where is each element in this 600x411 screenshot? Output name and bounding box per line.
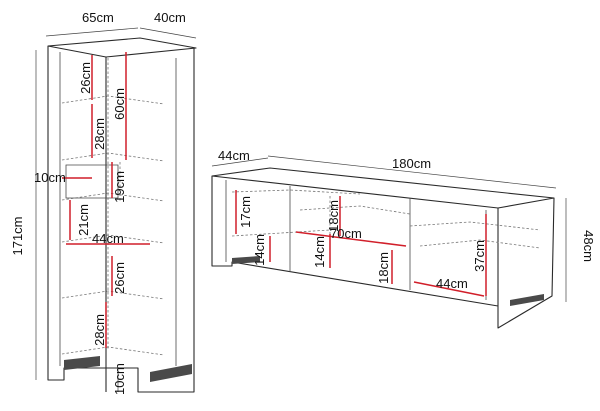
tv-stand-drawing: 44cm 180cm 48cm 17cm 18cm 14cm 14cm 70cm… — [211, 148, 596, 329]
bookcase-inner-label: 21cm — [76, 204, 91, 236]
tv-stand-depth-label: 44cm — [218, 148, 250, 163]
bookcase-inner-label: 26cm — [78, 62, 93, 94]
bookcase-inner-label: 60cm — [112, 88, 127, 120]
tv-stand-inner-label: 14cm — [312, 236, 327, 268]
bookcase-inner-label: 19cm — [112, 171, 127, 203]
tv-stand-height-label: 48cm — [581, 230, 596, 262]
bookcase-front-outline — [47, 46, 195, 393]
bookcase-width-label: 65cm — [82, 10, 114, 25]
tv-stand-top — [211, 167, 555, 209]
bookcase-base-left — [64, 356, 100, 370]
tv-stand-shelves — [231, 189, 541, 266]
bookcase-outer-dimensions — [35, 27, 197, 392]
tv-stand-inner-label: 14cm — [252, 234, 267, 266]
tv-stand-front-outline — [211, 176, 555, 329]
tv-stand-width-label: 180cm — [392, 156, 431, 171]
bookcase-inner-label: 28cm — [92, 314, 107, 346]
bookcase-inner-label: 26cm — [112, 262, 127, 294]
tv-stand-outer-dimensions — [211, 155, 567, 302]
tv-stand-inner-label: 37cm — [472, 240, 487, 272]
bookcase-top — [47, 37, 197, 58]
tv-stand-inner-label: 18cm — [326, 200, 341, 232]
bookcase-depth-label: 40cm — [154, 10, 186, 25]
bookcase-base-right — [150, 364, 192, 382]
bookcase-red-dimensions — [62, 52, 150, 348]
bookcase-compartment-label: 10cm — [34, 170, 66, 185]
bookcase-inner-label: 44cm — [92, 231, 124, 246]
tv-stand-inner-label: 44cm — [436, 276, 468, 291]
bookcase-height-label: 171cm — [10, 216, 25, 255]
bookcase-drawing: 65cm 40cm 171cm 10cm 10cm 26cm 60cm 28cm… — [10, 10, 197, 395]
tv-stand-red-dimensions — [235, 190, 487, 297]
tv-stand-inner-label: 70cm — [330, 226, 362, 241]
tv-stand-base-right — [510, 294, 544, 306]
bookcase-plinth-label: 10cm — [112, 363, 127, 395]
bookcase-compartment — [65, 164, 119, 199]
bookcase-inner-label: 28cm — [92, 118, 107, 150]
tv-stand-base-left — [232, 256, 260, 264]
tv-stand-inner-label: 17cm — [238, 196, 253, 228]
tv-stand-inner-label: 18cm — [376, 252, 391, 284]
